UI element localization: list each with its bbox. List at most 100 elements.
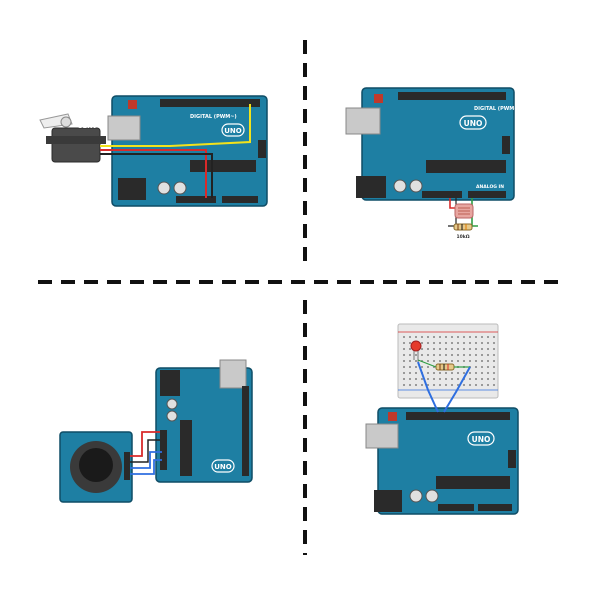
uno-logo: UNO: [472, 435, 491, 444]
reset-button: [128, 100, 137, 109]
breadboard-hole: [427, 348, 429, 350]
breadboard-hole: [463, 336, 465, 338]
servo-shaft: [60, 116, 72, 128]
breadboard-hole: [493, 342, 495, 344]
breadboard-hole: [445, 378, 447, 380]
photoresistor-track: [458, 207, 470, 215]
analog-header: [160, 430, 167, 470]
wire-signal: [417, 361, 439, 413]
breadboard-hole: [445, 348, 447, 350]
breadboard-hole: [403, 378, 405, 380]
breadboard-hole: [481, 372, 483, 374]
breadboard-hole: [409, 348, 411, 350]
breadboard-hole: [427, 336, 429, 338]
breadboard-hole: [433, 378, 435, 380]
breadboard-hole: [421, 336, 423, 338]
breadboard-hole: [433, 372, 435, 374]
breadboard-hole: [487, 354, 489, 356]
breadboard-hole: [415, 384, 417, 386]
breadboard-hole: [487, 378, 489, 380]
analog-header: [468, 191, 506, 198]
uno-logo-frame: [211, 459, 235, 473]
breadboard-hole: [409, 336, 411, 338]
breadboard-hole: [469, 384, 471, 386]
panel-joystick: UNO: [59, 359, 253, 503]
uno-logo: UNO: [464, 119, 483, 128]
wire-power: [449, 198, 456, 209]
breadboard-hole: [481, 354, 483, 356]
wire-power: [100, 149, 207, 198]
power-jack: [356, 176, 386, 198]
breadboard-hole: [433, 336, 435, 338]
breadboard-hole: [421, 348, 423, 350]
breadboard-hole: [463, 372, 465, 374]
panel-ldr: DIGITAL (PWM~) UNO ANALOG IN 10kΩ: [345, 87, 521, 240]
breadboard-hole: [403, 348, 405, 350]
icsp-header: [258, 140, 266, 158]
uno-logo: UNO: [224, 127, 242, 135]
breadboard-hole: [415, 360, 417, 362]
divider-lines: [38, 40, 560, 555]
breadboard-hole: [421, 342, 423, 344]
breadboard-hole: [439, 348, 441, 350]
breadboard-hole: [451, 348, 453, 350]
breadboard-hole: [451, 360, 453, 362]
wire-ground: [130, 439, 160, 463]
breadboard-hole: [433, 384, 435, 386]
capacitor: [166, 410, 178, 422]
breadboard-hole: [439, 336, 441, 338]
breadboard-hole: [457, 354, 459, 356]
breadboard-hole: [409, 372, 411, 374]
breadboard-hole: [481, 366, 483, 368]
breadboard-hole: [433, 360, 435, 362]
breadboard-hole: [445, 360, 447, 362]
breadboard-hole: [481, 384, 483, 386]
breadboard-hole: [403, 354, 405, 356]
breadboard-hole: [451, 372, 453, 374]
breadboard-hole: [409, 384, 411, 386]
uno-logo-frame: [467, 431, 495, 446]
joystick-header: [124, 452, 130, 480]
breadboard-hole: [457, 378, 459, 380]
breadboard-hole: [469, 348, 471, 350]
breadboard-hole: [475, 366, 477, 368]
breadboard-hole: [493, 348, 495, 350]
power-jack: [374, 490, 402, 512]
digital-label: DIGITAL (PWM~): [190, 114, 237, 120]
joystick-knob: [79, 448, 113, 482]
servo-motor: SERVO: [39, 113, 106, 163]
breadboard-hole: [451, 384, 453, 386]
breadboard-hole: [439, 372, 441, 374]
wire-ground: [443, 366, 471, 413]
led: [410, 340, 422, 352]
digital-label: DIGITAL (PWM~): [474, 106, 521, 112]
breadboard-hole: [421, 384, 423, 386]
uno-logo-frame: [459, 115, 487, 130]
power-header: [438, 504, 474, 511]
capacitor: [166, 398, 178, 410]
breadboard-hole: [445, 384, 447, 386]
jumper-wire: [417, 359, 437, 368]
usb-port: [345, 107, 381, 135]
breadboard-hole: [445, 342, 447, 344]
uno-logo: UNO: [214, 463, 232, 471]
breadboard-hole: [475, 378, 477, 380]
breadboard-hole: [487, 360, 489, 362]
breadboard-hole: [445, 336, 447, 338]
breadboard-hole: [457, 342, 459, 344]
breadboard-hole: [433, 354, 435, 356]
breadboard-hole: [427, 366, 429, 368]
breadboard-hole: [421, 366, 423, 368]
icsp-header: [502, 136, 510, 154]
breadboard-hole: [457, 360, 459, 362]
breadboard-hole: [445, 372, 447, 374]
servo-mount-tab: [46, 136, 106, 144]
breadboard-hole: [481, 360, 483, 362]
breadboard-hole: [487, 348, 489, 350]
digital-header: [160, 99, 260, 107]
usb-port: [107, 115, 141, 141]
breadboard-hole: [403, 384, 405, 386]
breadboard-hole: [439, 384, 441, 386]
breadboard-hole: [481, 342, 483, 344]
breadboard-hole: [403, 342, 405, 344]
